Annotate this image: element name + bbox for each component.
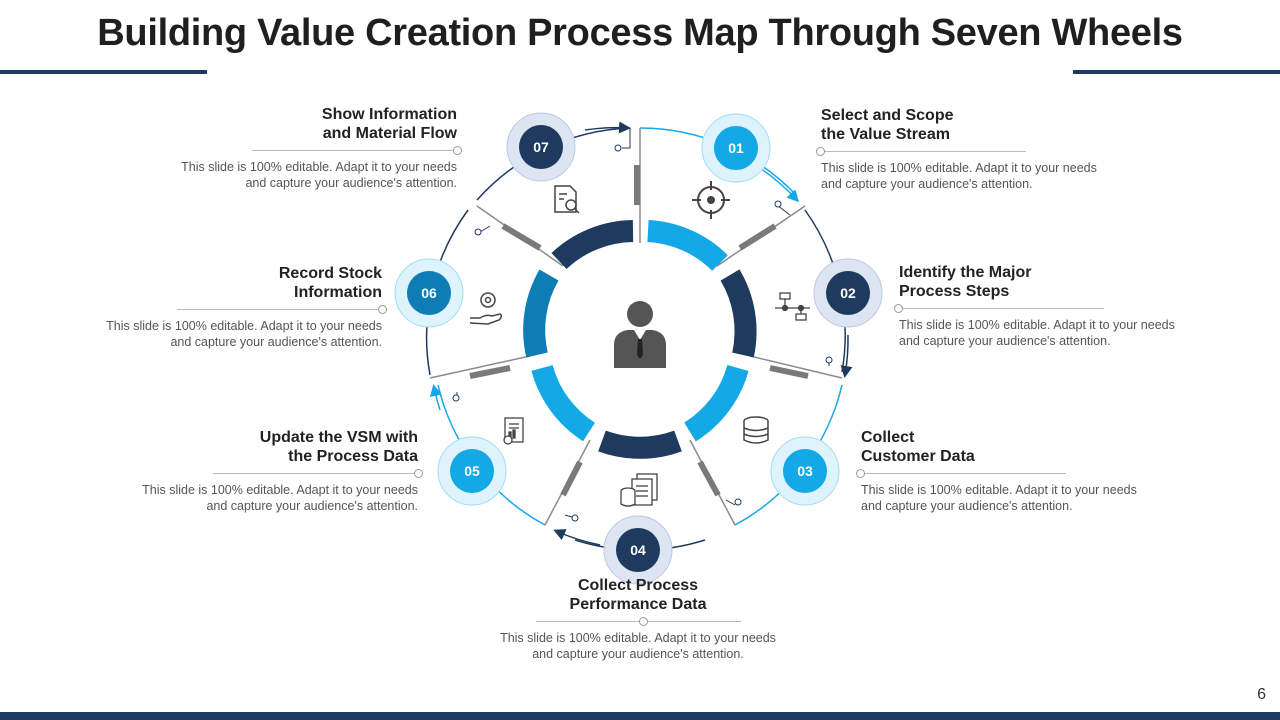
- title-rule-right: [1073, 70, 1280, 74]
- data-documents-icon: [620, 473, 658, 507]
- step-04-desc-2: and capture your audience's attention.: [532, 647, 744, 661]
- step-02-desc-1: This slide is 100% editable. Adapt it to…: [899, 318, 1175, 332]
- step-01-title-1: Select and Scope: [821, 107, 954, 124]
- step-05-title-1: Update the VSM with: [259, 429, 418, 446]
- arrow-01-to-02: [759, 167, 800, 203]
- hand-gear-icon: [469, 292, 503, 325]
- step-06-separator: [177, 305, 387, 314]
- arrow-07-to-01: [584, 121, 631, 134]
- step-06-title-1: Record Stock: [278, 265, 382, 282]
- step-01-desc-1: This slide is 100% editable. Adapt it to…: [821, 161, 1097, 175]
- connector-ticks: [452, 128, 833, 522]
- badge-05: 05: [437, 436, 507, 506]
- step-03-desc-1: This slide is 100% editable. Adapt it to…: [861, 483, 1137, 497]
- step-07-text: Show Information and Material Flow This s…: [157, 105, 462, 191]
- badge-01: 01: [701, 113, 771, 183]
- step-02-separator: [894, 304, 1104, 313]
- svg-text:05: 05: [464, 463, 480, 479]
- svg-text:03: 03: [797, 463, 813, 479]
- page-number: 6: [1257, 686, 1266, 703]
- step-02-title-2: Process Steps: [899, 283, 1010, 300]
- step-05-title-2: the Process Data: [288, 448, 418, 465]
- page-title: Building Value Creation Process Map Thro…: [97, 12, 1183, 54]
- badge-06: 06: [394, 258, 464, 328]
- inner-ring: [523, 220, 757, 459]
- database-icon: [743, 416, 769, 444]
- svg-text:06: 06: [421, 285, 437, 301]
- svg-text:01: 01: [728, 140, 744, 156]
- step-06-title-2: Information: [294, 284, 382, 301]
- step-04-title-2: Performance Data: [569, 596, 707, 613]
- divider-marks: [469, 165, 809, 497]
- step-07-separator: [252, 146, 462, 155]
- badge-04: 04: [603, 515, 673, 585]
- step-04-title-1: Collect Process: [577, 577, 699, 594]
- footer-bar: [0, 712, 1280, 720]
- step-03-separator: [856, 469, 1066, 478]
- step-03-title-2: Customer Data: [861, 448, 975, 465]
- svg-text:04: 04: [630, 542, 646, 558]
- step-01-text: Select and Scope the Value Stream This sl…: [816, 106, 1121, 192]
- badge-07: 07: [506, 112, 576, 182]
- badge-03: 03: [770, 436, 840, 506]
- step-01-separator: [816, 147, 1026, 156]
- step-06-desc-1: This slide is 100% editable. Adapt it to…: [106, 319, 382, 333]
- step-02-title-1: Identify the Major: [899, 264, 1032, 281]
- step-04-desc-1: This slide is 100% editable. Adapt it to…: [500, 631, 776, 645]
- step-07-title-1: Show Information: [321, 106, 457, 123]
- svg-text:02: 02: [840, 285, 856, 301]
- svg-text:07: 07: [533, 139, 549, 155]
- step-04-separator: [536, 617, 741, 626]
- step-06-desc-2: and capture your audience's attention.: [170, 335, 382, 349]
- step-01-title-2: the Value Stream: [821, 126, 950, 143]
- arrow-02-to-03: [840, 334, 853, 378]
- step-05-text: Update the VSM with the Process Data This…: [118, 428, 423, 514]
- step-07-desc-1: This slide is 100% editable. Adapt it to…: [181, 160, 457, 174]
- flowchart-icon: [775, 292, 810, 321]
- step-05-desc-1: This slide is 100% editable. Adapt it to…: [142, 483, 418, 497]
- report-gear-icon: [503, 417, 524, 445]
- arrow-05-to-06: [429, 384, 442, 411]
- target-icon: [692, 181, 730, 219]
- badge-02: 02: [813, 258, 883, 328]
- step-02-desc-2: and capture your audience's attention.: [899, 334, 1111, 348]
- title-rule-left: [0, 70, 207, 74]
- step-03-desc-2: and capture your audience's attention.: [861, 499, 1073, 513]
- step-05-desc-2: and capture your audience's attention.: [206, 499, 418, 513]
- step-03-title-1: Collect: [861, 429, 915, 446]
- businessman-icon: [614, 301, 666, 368]
- step-07-title-2: and Material Flow: [322, 125, 457, 142]
- step-05-separator: [213, 469, 423, 478]
- document-search-icon: [554, 185, 580, 214]
- step-07-desc-2: and capture your audience's attention.: [245, 176, 457, 190]
- arrow-04-to-05: [553, 529, 601, 546]
- step-01-desc-2: and capture your audience's attention.: [821, 177, 1033, 191]
